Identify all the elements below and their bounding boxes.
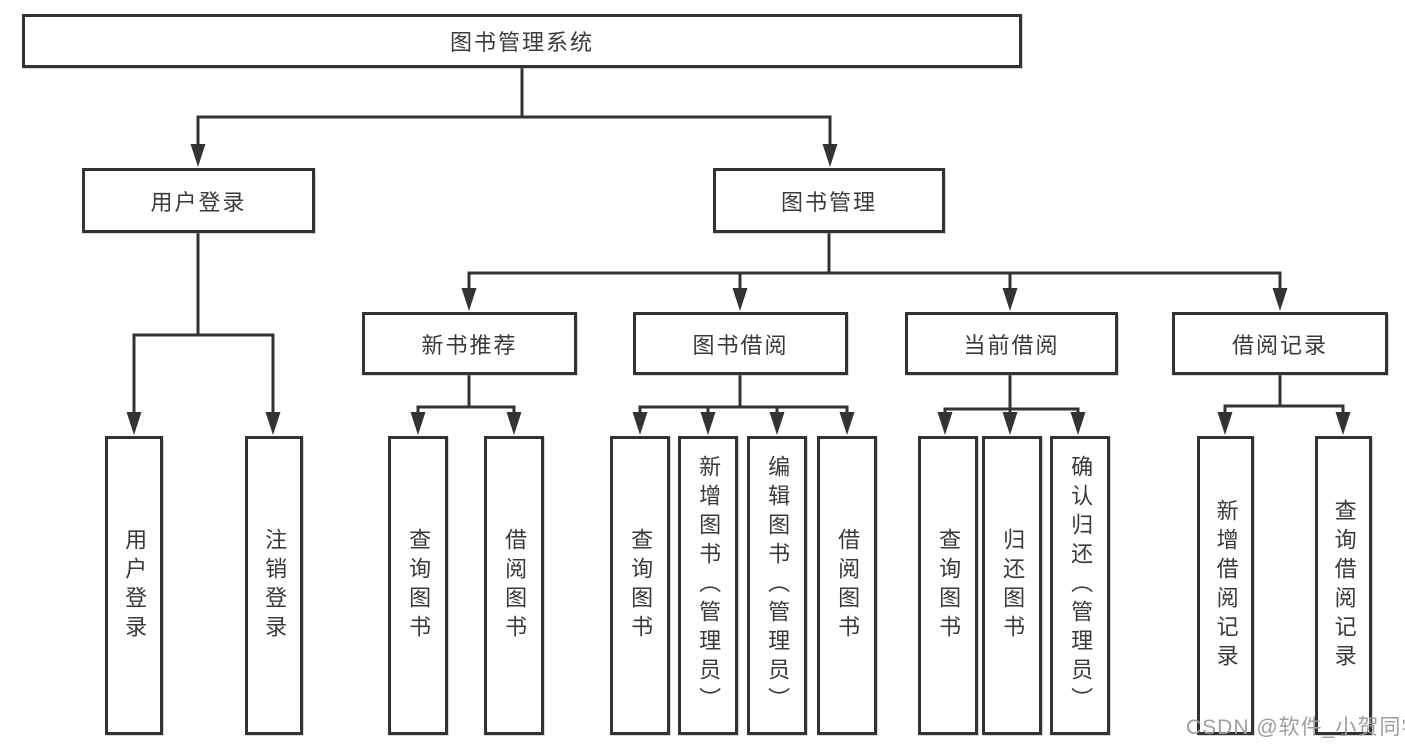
node-label: 查询图书 xyxy=(628,527,654,644)
node-label: 借阅图书 xyxy=(835,527,861,644)
node-new-book-recommend: 新书推荐 xyxy=(362,312,577,375)
leaf-query-books-current: 查询图书 xyxy=(918,436,978,735)
node-label: 图书管理系统 xyxy=(449,30,594,55)
leaf-add-book-admin: 新增图书（管理员） xyxy=(678,436,738,735)
node-label: 查询借阅记录 xyxy=(1331,498,1357,673)
node-label: 借阅图书 xyxy=(502,527,528,644)
node-current-borrow: 当前借阅 xyxy=(905,312,1118,375)
node-label: 图书管理 xyxy=(780,189,877,215)
node-label: 借阅记录 xyxy=(1231,332,1328,358)
leaf-edit-book-admin: 编辑图书（管理员） xyxy=(747,436,807,735)
node-label: 注销登录 xyxy=(262,527,288,644)
leaf-confirm-return-admin: 确认归还（管理员） xyxy=(1050,436,1110,735)
leaf-borrow-books: 借阅图书 xyxy=(817,436,877,735)
node-label: 新增借阅记录 xyxy=(1213,498,1239,673)
node-label: 归还图书 xyxy=(1000,527,1026,644)
node-label: 图书借阅 xyxy=(692,332,789,358)
leaf-borrow-books-recommend: 借阅图书 xyxy=(484,436,544,735)
node-book-borrow: 图书借阅 xyxy=(633,312,848,375)
node-label: 当前借阅 xyxy=(963,332,1060,358)
leaf-add-borrow-record: 新增借阅记录 xyxy=(1197,436,1254,735)
node-label: 确认归还（管理员） xyxy=(1068,455,1094,716)
node-label: 用户登录 xyxy=(122,527,148,644)
node-label: 编辑图书（管理员） xyxy=(765,455,791,716)
node-user-login-group: 用户登录 xyxy=(82,168,315,233)
node-label: 用户登录 xyxy=(150,189,247,215)
node-borrow-records: 借阅记录 xyxy=(1172,312,1388,375)
node-library-management-system: 图书管理系统 xyxy=(22,14,1022,68)
leaf-logout: 注销登录 xyxy=(245,436,303,735)
csdn-watermark: CSDN @软件_小贺同学 xyxy=(1186,716,1405,739)
leaf-return-book: 归还图书 xyxy=(982,436,1042,735)
leaf-query-books-borrow: 查询图书 xyxy=(610,436,670,735)
leaf-user-login: 用户登录 xyxy=(105,436,163,735)
node-label: 查询图书 xyxy=(936,527,962,644)
leaf-query-books-recommend: 查询图书 xyxy=(388,436,448,735)
node-book-management: 图书管理 xyxy=(713,168,945,233)
node-label: 新增图书（管理员） xyxy=(696,455,722,716)
node-label: 查询图书 xyxy=(406,527,432,644)
leaf-query-borrow-record: 查询借阅记录 xyxy=(1315,436,1372,735)
node-label: 新书推荐 xyxy=(421,332,518,358)
